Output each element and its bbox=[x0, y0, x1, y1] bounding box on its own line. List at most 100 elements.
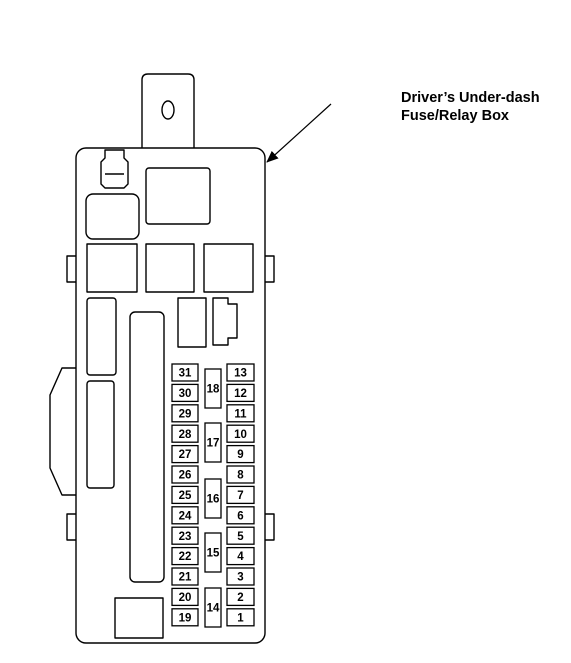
small-relay-top-left bbox=[100, 149, 129, 189]
fuse-slot bbox=[226, 506, 255, 525]
fuse-slot bbox=[226, 363, 255, 382]
fuse-17: 17 bbox=[204, 422, 222, 463]
fuse-8: 8 bbox=[226, 465, 255, 484]
fuse-slot bbox=[204, 532, 222, 573]
fuse-25: 25 bbox=[171, 485, 199, 505]
fuse-slot bbox=[204, 478, 222, 519]
mounting-hole bbox=[161, 100, 175, 120]
fuse-number: 17 bbox=[207, 438, 220, 450]
fuse-26: 26 bbox=[171, 465, 199, 484]
fuse-box-caption: Driver’s Under-dash Fuse/Relay Box bbox=[401, 89, 540, 125]
relay-row-right bbox=[203, 243, 254, 293]
fuse-slot bbox=[226, 485, 255, 505]
fuse-28: 28 bbox=[171, 424, 199, 443]
fuse-slot bbox=[171, 383, 199, 403]
fuse-number: 29 bbox=[179, 408, 192, 420]
fuse-15: 15 bbox=[204, 532, 222, 573]
relay-row-center bbox=[145, 243, 195, 293]
fuse-19: 19 bbox=[171, 608, 199, 627]
long-connector bbox=[129, 311, 165, 583]
fuse-slot bbox=[171, 587, 199, 607]
fuse-number: 18 bbox=[207, 384, 220, 396]
fuse-13: 13 bbox=[226, 363, 255, 382]
fuse-slot bbox=[171, 546, 199, 566]
fuse-column-left: 31 30 29 28 27 26 25 24 23 22 21 20 19 bbox=[171, 363, 199, 627]
fuse-number: 11 bbox=[234, 408, 247, 420]
fuse-slot bbox=[226, 404, 255, 423]
fuse-number: 24 bbox=[179, 510, 192, 522]
fuse-number: 23 bbox=[179, 531, 192, 543]
fuse-slot bbox=[171, 404, 199, 423]
fuse-23: 23 bbox=[171, 526, 199, 545]
fuse-number: 5 bbox=[237, 531, 244, 543]
leader-arrow bbox=[266, 103, 332, 163]
fuse-number: 20 bbox=[179, 592, 192, 604]
fuse-slot bbox=[226, 444, 255, 464]
fuse-number: 13 bbox=[234, 368, 247, 380]
fuse-number: 19 bbox=[179, 612, 192, 624]
fuse-slot bbox=[171, 363, 199, 382]
fuse-slot bbox=[226, 526, 255, 545]
fuse-slot bbox=[204, 368, 222, 409]
fuse-16: 16 bbox=[204, 478, 222, 519]
fuse-10: 10 bbox=[226, 424, 255, 443]
relay-upper-center bbox=[145, 167, 211, 225]
fuse-9: 9 bbox=[226, 444, 255, 464]
fuse-number: 10 bbox=[234, 429, 247, 441]
fuse-27: 27 bbox=[171, 444, 199, 464]
fuse-number: 2 bbox=[237, 592, 243, 604]
fuse-number: 9 bbox=[237, 449, 243, 461]
small-relay-middle-right bbox=[212, 297, 238, 346]
fuse-slot bbox=[171, 444, 199, 464]
fuse-number: 14 bbox=[207, 603, 220, 615]
fuse-number: 27 bbox=[179, 449, 192, 461]
fuse-number: 26 bbox=[179, 470, 192, 482]
fuse-slot bbox=[171, 506, 199, 525]
connector-left-lower bbox=[86, 380, 115, 489]
fuse-slot bbox=[171, 608, 199, 627]
fuse-number: 25 bbox=[179, 490, 192, 502]
fuse-5: 5 bbox=[226, 526, 255, 545]
relay-upper-left bbox=[85, 193, 140, 240]
fuse-2: 2 bbox=[226, 587, 255, 607]
fuse-slot bbox=[226, 567, 255, 586]
fuse-slot bbox=[226, 608, 255, 627]
fuse-7: 7 bbox=[226, 485, 255, 505]
fuse-number: 30 bbox=[179, 388, 192, 400]
fuse-22: 22 bbox=[171, 546, 199, 566]
fuse-column-center: 18 17 16 15 14 bbox=[204, 368, 222, 628]
fuse-24: 24 bbox=[171, 506, 199, 525]
fuse-slot bbox=[171, 485, 199, 505]
fuse-number: 31 bbox=[179, 368, 192, 380]
fuse-slot bbox=[226, 424, 255, 443]
fuse-slot bbox=[171, 465, 199, 484]
fuse-number: 7 bbox=[237, 490, 243, 502]
fuse-number: 22 bbox=[179, 551, 192, 563]
caption-line-2: Fuse/Relay Box bbox=[401, 108, 509, 124]
fuse-number: 4 bbox=[237, 551, 244, 563]
connector-left-upper bbox=[86, 297, 117, 376]
fuse-3: 3 bbox=[226, 567, 255, 586]
fuse-21: 21 bbox=[171, 567, 199, 586]
fuse-6: 6 bbox=[226, 506, 255, 525]
fuse-number: 15 bbox=[207, 548, 220, 560]
fuse-slot bbox=[226, 465, 255, 484]
fuse-number: 8 bbox=[237, 470, 244, 482]
fuse-number: 16 bbox=[207, 494, 220, 506]
fuse-4: 4 bbox=[226, 546, 255, 566]
fuse-number: 21 bbox=[179, 572, 192, 584]
caption-line-1: Driver’s Under-dash bbox=[401, 90, 540, 106]
fuse-slot bbox=[204, 422, 222, 463]
fuse-slot bbox=[226, 587, 255, 607]
fuse-12: 12 bbox=[226, 383, 255, 403]
side-latch-left bbox=[49, 367, 77, 496]
fuse-slot bbox=[226, 546, 255, 566]
fuse-11: 11 bbox=[226, 404, 255, 423]
fuse-31: 31 bbox=[171, 363, 199, 382]
relay-row-left bbox=[86, 243, 138, 293]
fuse-number: 6 bbox=[237, 510, 243, 522]
fuse-number: 12 bbox=[234, 388, 247, 400]
fuse-number: 28 bbox=[179, 429, 192, 441]
